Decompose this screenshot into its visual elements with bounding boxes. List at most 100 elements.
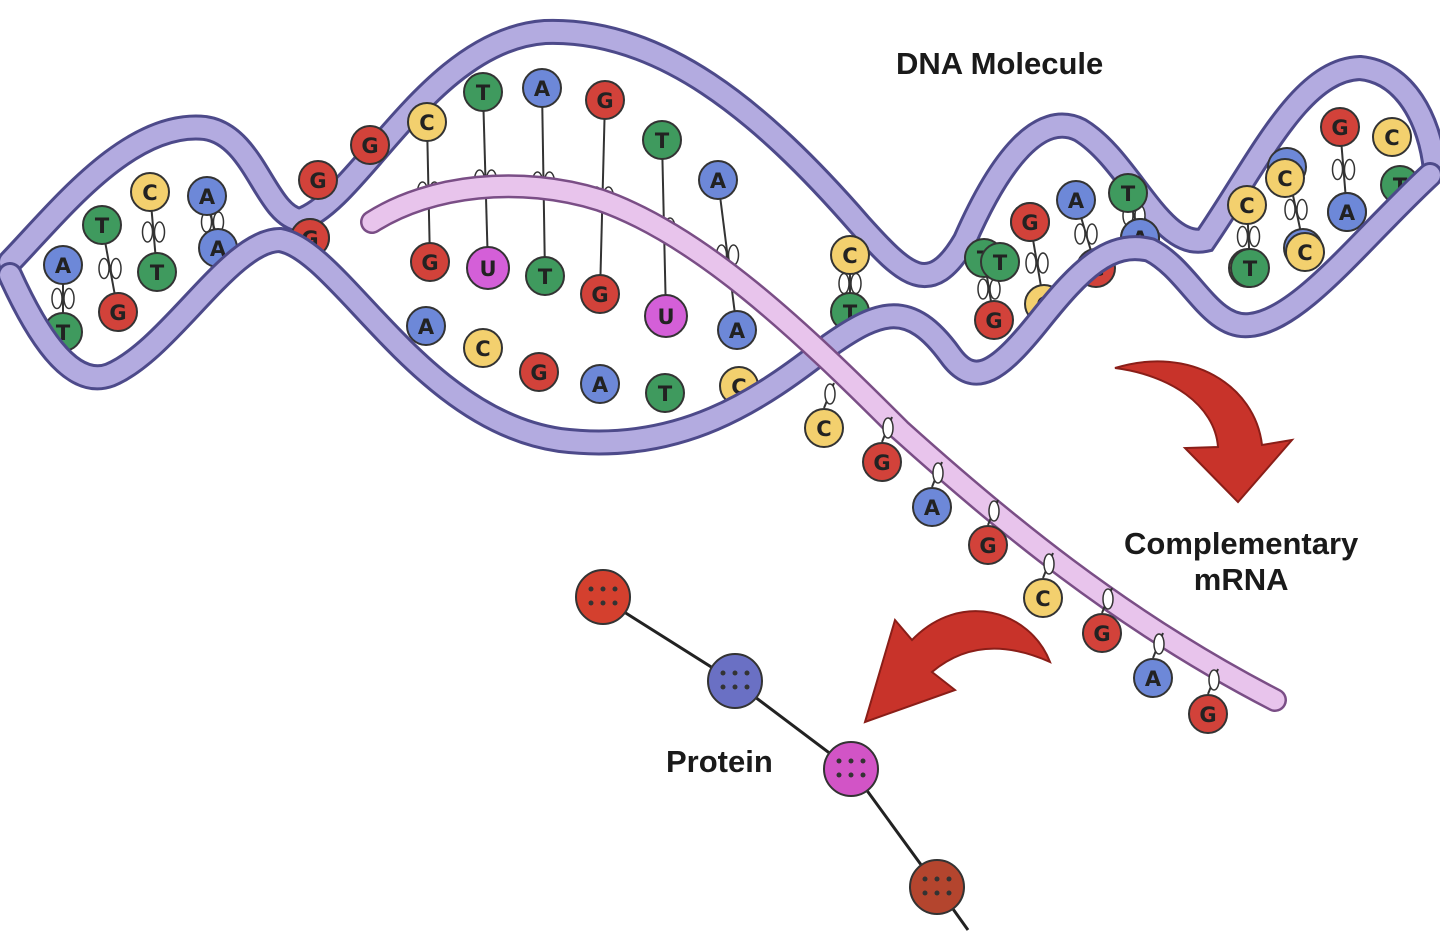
upper-base-G: G (350, 125, 390, 165)
lower-base-G: G (580, 274, 620, 314)
upper-base-T: T (82, 205, 122, 245)
free-base-G: G (968, 525, 1008, 565)
base-letter: G (1021, 211, 1038, 235)
base-circle (1056, 180, 1096, 220)
base-circle (1327, 192, 1367, 232)
base-circle (522, 68, 562, 108)
mrna-ribbon (362, 176, 1285, 710)
protein-bead-brown (909, 859, 965, 915)
base-circle (1023, 578, 1063, 618)
hydrogen-bond-oval (1086, 223, 1098, 245)
bead-speckle (848, 758, 854, 764)
base-letter: T (538, 265, 553, 289)
base-circle (1320, 107, 1360, 147)
hydrogen-bond-oval (110, 257, 122, 280)
complementary-mrna-label: Complementary mRNA (1124, 526, 1358, 597)
upper-base-G: G (585, 80, 625, 120)
base-circle (804, 408, 844, 448)
lower-base-A: A (1327, 192, 1367, 232)
base-letter: A (1068, 189, 1085, 213)
base-circle (98, 292, 138, 332)
base-letter: T (993, 251, 1008, 275)
bead-speckle (732, 684, 738, 690)
hydrogen-bond-oval (1284, 198, 1296, 221)
base-letter: A (210, 237, 227, 261)
hydrogen-bond-oval (882, 417, 894, 439)
hydrogen-bond-oval (1296, 198, 1308, 221)
base-circle (968, 525, 1008, 565)
base-letter: T (150, 261, 165, 285)
hydrogen-bond-oval (63, 287, 75, 310)
base-letter: G (873, 451, 890, 475)
base-circle (137, 252, 177, 292)
dna-molecule-label: DNA Molecule (896, 46, 1104, 81)
base-letter: G (985, 309, 1002, 333)
base-circle (717, 310, 757, 350)
dna-strand-lower (0, 165, 1440, 453)
curved-arrow-down-icon (1114, 360, 1295, 504)
nucleotide-bases: ATCAGCGCTAGTACTCATACAGCTACACTGTAGACGATCA… (43, 68, 1420, 413)
base-circle (130, 172, 170, 212)
base-circle (1265, 158, 1305, 198)
protein-chain (575, 569, 970, 931)
upper-base-G: G (1320, 107, 1360, 147)
hydrogen-bond-oval (1248, 225, 1261, 248)
base-letter: C (1035, 587, 1050, 611)
dna-front-strand (0, 162, 1440, 456)
lower-base-T: T (645, 373, 685, 413)
upper-base-A: A (187, 176, 227, 216)
base-circle (519, 352, 559, 392)
base-letter: T (655, 129, 670, 153)
lower-base-A: A (406, 306, 446, 346)
base-letter: G (591, 283, 608, 307)
upper-base-A: A (1056, 180, 1096, 220)
base-letter: C (475, 337, 490, 361)
process-arrows (863, 360, 1295, 724)
bead-speckle (744, 684, 750, 690)
free-base-A: A (1133, 658, 1173, 698)
hydrogen-bond-oval (850, 272, 862, 295)
base-letter: A (1145, 667, 1162, 691)
lower-base-C: C (463, 328, 503, 368)
base-letter: C (1384, 126, 1399, 150)
hydrogen-bond-oval (1102, 588, 1114, 610)
base-circle (698, 160, 738, 200)
base-letter: G (361, 134, 378, 158)
lower-base-G: G (410, 242, 450, 282)
hydrogen-bond-oval (153, 221, 166, 243)
bead-speckle (600, 600, 606, 606)
base-circle (912, 487, 952, 527)
base-letter: G (421, 251, 438, 275)
base-circle (1227, 185, 1267, 225)
protein-bead-magenta (823, 741, 879, 797)
upper-base-C: C (130, 172, 170, 212)
upper-base-A: A (43, 245, 83, 285)
base-letter: A (592, 373, 609, 397)
base-circle (525, 256, 565, 296)
base-letter: T (1243, 257, 1258, 281)
protein-bead-blue (707, 653, 763, 709)
base-circle (1108, 173, 1148, 213)
base-circle (974, 300, 1014, 340)
base-letter: C (142, 181, 157, 205)
base-letter: A (199, 185, 216, 209)
mrna-label-line2: mRNA (1193, 561, 1289, 597)
lower-base-G: G (519, 352, 559, 392)
hydrogen-bond-oval (988, 500, 1000, 522)
base-letter: G (309, 169, 326, 193)
base-circle (43, 245, 83, 285)
upper-base-T: T (463, 72, 503, 112)
base-letter: G (1093, 622, 1110, 646)
lower-base-T: T (1230, 248, 1270, 288)
hydrogen-bond-oval (824, 383, 836, 405)
lower-base-G: G (98, 292, 138, 332)
base-circle (410, 242, 450, 282)
hydrogen-bond-oval (1043, 553, 1055, 575)
dna-strand-upper (0, 21, 1440, 285)
hydrogen-bond-oval (989, 278, 1001, 300)
base-letter: C (1297, 241, 1312, 265)
bead-speckle (946, 876, 952, 882)
